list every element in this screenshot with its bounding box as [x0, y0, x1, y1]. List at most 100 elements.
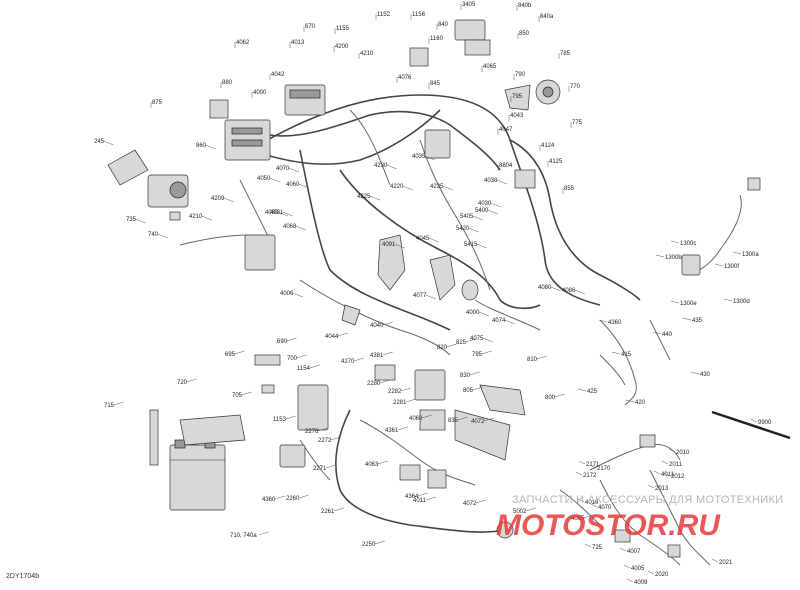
part-callout-top-21: 4000	[253, 90, 267, 96]
part-callout-middle-2: 700	[287, 356, 298, 362]
part-callout-top-26: 775	[572, 120, 583, 126]
part-callout-bottom-8: 2012	[671, 474, 685, 480]
callout-leader	[421, 414, 432, 419]
part-callout-top-15: 4076	[398, 75, 412, 81]
callout-leader	[241, 391, 252, 396]
main-harness-wires	[179, 94, 742, 406]
callout-leader	[619, 547, 627, 552]
part-callout-left-2: 740	[148, 232, 159, 238]
callout-leader	[113, 401, 124, 406]
part-callout-middle-13: 2282	[388, 389, 402, 395]
part-callout-top-12: 1160	[430, 36, 444, 42]
callout-leader	[377, 460, 388, 465]
callout-leader	[317, 427, 328, 432]
part-callout-bottom-14: 4009	[634, 580, 648, 585]
part-callout-right-12: 4360	[608, 320, 622, 326]
part-callout-right-5: 1300f	[724, 264, 739, 270]
callout-leader	[504, 319, 515, 325]
part-callout-top-3: 840b	[518, 3, 532, 9]
part-callout-left-23: 4030	[478, 201, 492, 207]
part-callout-left-5: 860	[196, 143, 207, 149]
part-callout-top-5: 840	[438, 22, 449, 28]
part-callout-middle-31: 805	[463, 388, 474, 394]
part-callout-middle-8: 1153	[273, 417, 287, 423]
lower-harness-wires	[299, 409, 711, 566]
part-callout-left-31: 4000	[466, 310, 480, 316]
part-callout-top-13: 4210	[360, 51, 374, 57]
part-callout-top-6: 850	[519, 31, 530, 37]
callout-leader	[325, 464, 336, 469]
callout-leader	[472, 215, 483, 221]
callout-leader	[668, 448, 676, 453]
part-callout-middle-34: 4364	[405, 494, 419, 500]
part-callout-top-14: 4042	[271, 72, 285, 78]
callout-leader	[274, 495, 285, 500]
part-callout-middle-35: 4072	[463, 501, 477, 507]
part-callout-left-24: 4091	[382, 242, 396, 248]
part-callout-bottom-7: 2011	[669, 462, 683, 468]
callout-leader	[428, 237, 439, 243]
callout-leader	[663, 472, 671, 477]
part-callout-middle-21: 4040	[370, 323, 384, 329]
callout-leader	[201, 215, 212, 221]
part-callout-top-24: 795	[512, 94, 523, 100]
callout-leader	[574, 289, 585, 295]
part-callout-top-8: 1155	[336, 26, 350, 32]
part-callout-middle-5: 715	[104, 403, 115, 409]
part-callout-middle-4: 710, 740a	[230, 533, 257, 539]
part-callout-middle-23: 4072	[471, 419, 485, 425]
callout-leader	[478, 311, 489, 317]
part-callout-middle-19: 4361	[385, 428, 399, 434]
part-callout-left-22: 5400	[475, 208, 489, 214]
callout-leader	[723, 298, 733, 302]
callout-leader	[330, 436, 341, 441]
part-callout-middle-26: 795	[472, 352, 483, 358]
callout-leader	[590, 503, 598, 508]
callout-leader	[468, 227, 479, 233]
part-callout-left-6: 4070	[276, 166, 290, 172]
callout-leader	[670, 240, 680, 244]
part-callout-left-16: 4068	[283, 224, 297, 230]
part-callout-middle-27: 810	[527, 357, 538, 363]
part-callout-bottom-6: 2010	[676, 450, 690, 456]
part-callout-middle-36: 4011	[413, 498, 427, 504]
callout-leader	[417, 492, 428, 497]
part-callout-middle-9: 4270	[341, 359, 355, 365]
callout-leader	[186, 378, 197, 383]
callout-leader	[670, 300, 680, 304]
part-callout-left-29: 4080	[538, 285, 552, 291]
part-callout-bottom-1: 2172	[583, 473, 597, 479]
callout-leader	[655, 254, 665, 258]
part-callout-middle-15: 2272	[318, 438, 332, 444]
callout-leader	[589, 464, 597, 469]
part-callout-middle-16: 2271	[313, 466, 327, 472]
part-callout-left-10: 4225	[357, 194, 371, 200]
part-callout-top-22: 790	[515, 72, 526, 78]
callout-leader	[623, 564, 631, 569]
callout-leader	[577, 388, 587, 392]
part-callout-middle-38: 5002	[513, 509, 527, 515]
part-callout-left-7: 4050	[257, 176, 271, 182]
watermark-brand: MOTOSTOR.RU	[496, 509, 721, 542]
part-callout-middle-10: 4381	[370, 353, 384, 359]
part-callout-right-2: 1300c	[680, 241, 696, 247]
part-callout-middle-39: 4065	[571, 516, 585, 522]
part-callout-right-1: 1300b	[665, 255, 682, 261]
callout-leader	[732, 251, 742, 255]
callout-leader	[394, 243, 405, 249]
callout-leader	[584, 543, 592, 548]
callout-leader	[598, 319, 608, 323]
callout-leader	[465, 338, 476, 343]
part-callout-right-10: 425	[587, 389, 598, 395]
callout-leader	[714, 263, 724, 267]
part-callout-middle-28: 830	[460, 373, 471, 379]
callout-leader	[487, 209, 498, 215]
callout-leader	[205, 144, 216, 150]
callout-leader	[269, 177, 280, 183]
part-callout-top-30: 855	[564, 186, 575, 192]
callout-leader	[482, 337, 493, 343]
callout-leader	[374, 540, 385, 545]
part-callout-middle-11: 2280	[367, 381, 381, 387]
part-callout-top-27: 4047	[499, 127, 513, 133]
part-callout-top-1: 1156	[412, 12, 426, 18]
